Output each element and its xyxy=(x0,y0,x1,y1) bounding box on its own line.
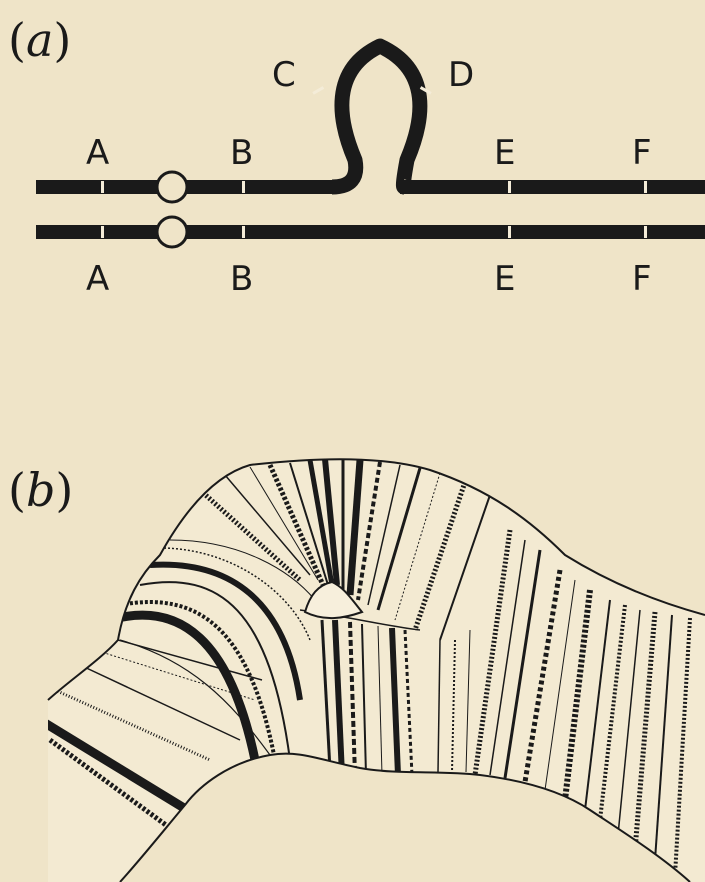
bottom-chromosome: A B E F xyxy=(36,217,705,299)
top-locus-label-f: F xyxy=(632,133,652,173)
top-centromere xyxy=(157,172,187,202)
loop-locus-mark-c xyxy=(312,86,324,95)
loop-locus-label-d: D xyxy=(448,55,474,95)
top-locus-label-b: B xyxy=(230,133,253,173)
bottom-locus-label-b: B xyxy=(230,259,253,299)
bottom-centromere xyxy=(157,217,187,247)
panel-b: (b) xyxy=(8,450,705,882)
top-locus-mark-e xyxy=(508,181,511,193)
top-locus-label-a: A xyxy=(86,133,109,173)
panel-b-label: (b) xyxy=(8,463,73,517)
bottom-locus-label-e: E xyxy=(494,259,515,299)
bottom-locus-mark-f xyxy=(644,226,647,238)
top-locus-mark-a xyxy=(101,181,104,193)
panel-a-label: (a) xyxy=(8,13,71,67)
panel-a: (a) A B C D E F xyxy=(8,13,705,299)
bottom-locus-mark-a xyxy=(101,226,104,238)
bottom-locus-mark-b xyxy=(242,226,245,238)
bottom-locus-label-a: A xyxy=(86,259,109,299)
bottom-locus-label-f: F xyxy=(632,259,652,299)
top-locus-mark-b xyxy=(242,181,245,193)
bottom-locus-mark-e xyxy=(508,226,511,238)
deletion-loop xyxy=(332,46,420,187)
top-chromosome: A B C D E F xyxy=(36,46,705,202)
loop-locus-label-c: C xyxy=(272,55,296,95)
bottom-chromosome-bar xyxy=(36,225,705,239)
chromosome-fill xyxy=(40,450,705,882)
top-chromosome-right-arm xyxy=(400,180,705,194)
top-locus-mark-f xyxy=(644,181,647,193)
polytene-chromosome xyxy=(40,450,705,882)
top-locus-label-e: E xyxy=(494,133,515,173)
